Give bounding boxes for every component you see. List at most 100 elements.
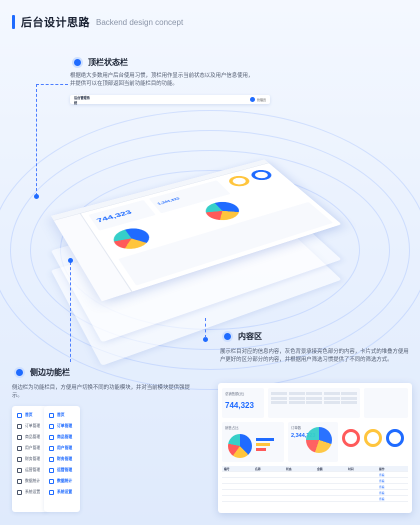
orders-pie-chart	[306, 427, 332, 453]
sidebar-preview-collapsed: 首页 订单管理 商品管理 用户管理 财务管理 运营管理 数据统计 系统设置	[12, 406, 48, 512]
table-header-cell: 名称	[255, 466, 261, 471]
sidebar-item[interactable]: 财务管理	[17, 454, 43, 465]
sidebar-item[interactable]: 数据统计	[49, 476, 75, 487]
sidebar-item[interactable]: 运营管理	[17, 465, 43, 476]
stats-icon	[17, 479, 22, 484]
sidebar-item[interactable]: 首页	[49, 410, 75, 421]
stack-pie-chart	[200, 198, 246, 224]
table-row-link[interactable]: 查看	[379, 478, 385, 483]
sidebar-item[interactable]: 订单管理	[49, 421, 75, 432]
topbar-user-name: 管理员	[256, 97, 266, 102]
decor-ring	[0, 110, 420, 390]
sidebar-item[interactable]: 系统设置	[17, 487, 43, 498]
pie-chart	[228, 434, 252, 458]
home-icon	[17, 413, 22, 418]
sidebar-section-title: 侧边功能栏	[30, 368, 70, 377]
chart-card: 销售占比	[222, 422, 284, 462]
stack-pie-chart	[108, 225, 155, 253]
content-section-dot	[222, 331, 233, 342]
topbar-preview: 后台管理系统 管理员	[70, 95, 270, 105]
chart-card-label: 销售占比	[225, 426, 239, 430]
table-header-row: 编号 名称 状态 金额 时间 操作	[222, 466, 408, 472]
sidebar-preview-active: 首页 订单管理 商品管理 用户管理 财务管理 运营管理 数据统计 系统设置	[44, 406, 80, 512]
user-icon	[49, 446, 54, 451]
settings-icon	[17, 490, 22, 495]
topbar-logo: 后台管理系统	[74, 95, 90, 105]
table-header-cell: 时间	[348, 466, 354, 471]
content-section-title: 内容区	[238, 332, 262, 341]
sidebar-section-head: 侧边功能栏	[14, 367, 70, 378]
topbar-section-desc: 根据绝大多数用户后台使用习惯，顶栏用作显示当前状态以及用户信息使用，并提供可以在…	[70, 73, 254, 87]
sidebar-item[interactable]: 运营管理	[49, 465, 75, 476]
table-header-cell: 操作	[379, 466, 385, 471]
orders-card-value: 2,344,323	[291, 433, 316, 439]
sidebar-section-desc: 侧边栏为功能栏目，方便用户切换不同的功能模块，并对当前模块提供强提示。	[12, 385, 190, 399]
table-row: 查看	[222, 496, 408, 502]
sidebar-item[interactable]: 用户管理	[49, 443, 75, 454]
ring-chart-blue	[386, 429, 404, 447]
table-row: 查看	[222, 490, 408, 496]
settings-icon	[49, 490, 54, 495]
finance-icon	[17, 457, 22, 462]
topbar-section-dot	[72, 57, 83, 68]
sidebar-item[interactable]: 首页	[17, 410, 43, 421]
orders-card-label: 订单数	[291, 426, 302, 430]
topbar-user[interactable]: 管理员	[249, 97, 266, 102]
goods-icon	[49, 435, 54, 440]
content-section-head: 内容区	[222, 331, 262, 342]
ring-chart-yellow	[364, 429, 382, 447]
sidebar-section-dot	[14, 367, 25, 378]
sidebar-item[interactable]: 财务管理	[49, 454, 75, 465]
stack-ring-chart	[247, 168, 276, 182]
content-section-desc: 展示栏目对应的信息内容，灰色背景承接亮色部分的内容，卡片式的堆叠方便用户更好的区…	[220, 349, 409, 363]
operation-icon	[49, 468, 54, 473]
content-panel: 总销售额(元) 744,323 销售占比 订单数 2,344,323 编号 名称…	[218, 383, 412, 513]
header-accent-bar	[12, 15, 15, 29]
page-title: 后台设计思路	[21, 17, 90, 29]
sidebar-item[interactable]: 商品管理	[49, 432, 75, 443]
goods-icon	[17, 435, 22, 440]
stack-ring-chart	[225, 174, 254, 189]
topbar-section-title: 顶栏状态栏	[88, 58, 128, 67]
table-row-link[interactable]: 查看	[379, 496, 385, 501]
user-icon	[17, 446, 22, 451]
page-header: 后台设计思路 Backend design concept	[12, 12, 183, 32]
table-row: 查看	[222, 478, 408, 484]
page-subtitle: Backend design concept	[96, 17, 184, 27]
table-row-link[interactable]: 查看	[379, 484, 385, 489]
filter-grid	[268, 388, 360, 418]
connector-dot	[34, 194, 39, 199]
dashboard-stack: 744,323 1,344,323	[50, 120, 390, 366]
connector-line	[205, 318, 206, 338]
connector-line	[36, 84, 68, 85]
order-icon	[49, 424, 54, 429]
table-header-cell: 状态	[286, 466, 292, 471]
connector-dot	[203, 337, 208, 342]
home-icon	[49, 413, 54, 418]
stat-card-sales: 总销售额(元) 744,323	[222, 388, 264, 418]
order-icon	[17, 424, 22, 429]
table-row-link[interactable]: 查看	[379, 472, 385, 477]
table-row: 查看	[222, 472, 408, 478]
table-row-link[interactable]: 查看	[379, 490, 385, 495]
sidebar-item[interactable]: 商品管理	[17, 432, 43, 443]
sidebar-item[interactable]: 系统设置	[49, 487, 75, 498]
avatar	[249, 97, 255, 102]
stat-card-side	[364, 388, 408, 418]
sidebar-item[interactable]: 用户管理	[17, 443, 43, 454]
stats-icon	[49, 479, 54, 484]
sidebar-item[interactable]: 数据统计	[17, 476, 43, 487]
data-table: 编号 名称 状态 金额 时间 操作 查看 查看 查看 查看 查看	[222, 466, 408, 502]
ring-chart-red	[342, 429, 360, 447]
stat-card-label: 总销售额(元)	[225, 392, 245, 396]
table-header-cell: 金额	[317, 466, 323, 471]
operation-icon	[17, 468, 22, 473]
connector-line	[70, 262, 71, 362]
topbar-section-head: 顶栏状态栏	[72, 57, 128, 68]
table-row: 查看	[222, 484, 408, 490]
finance-icon	[49, 457, 54, 462]
connector-dot	[68, 258, 73, 263]
table-header-cell: 编号	[224, 466, 230, 471]
sidebar-item[interactable]: 订单管理	[17, 421, 43, 432]
connector-line	[36, 84, 37, 196]
